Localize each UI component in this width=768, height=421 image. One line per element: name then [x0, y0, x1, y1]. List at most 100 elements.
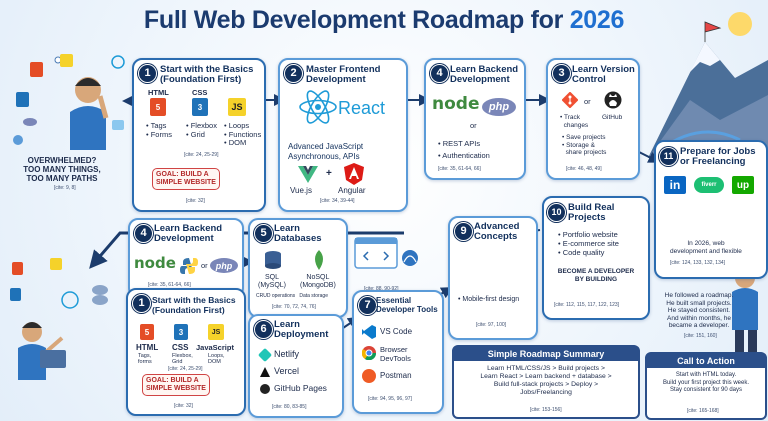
- roadmap-summary-panel: Simple Roadmap Summary Learn HTML/CSS/JS…: [452, 345, 640, 419]
- step-4-items: • REST APIs • Authentication: [438, 139, 490, 160]
- angular-label: Angular: [338, 186, 366, 195]
- step-10-items: • Portfolio website • E-commerce site • …: [558, 230, 619, 257]
- cta-title: Call to Action: [647, 354, 765, 368]
- github-pages-label: GitHub Pages: [274, 383, 327, 393]
- or-text-vc: or: [584, 97, 591, 106]
- person-overwhelmed-art: [54, 56, 109, 150]
- step-10-projects-card: 10 Build Real Projects • Portfolio websi…: [542, 196, 650, 320]
- step-4-cite: [cite: 35, 61-64, 66]: [438, 166, 481, 172]
- step-2-title: Master Frontend Development: [306, 64, 381, 85]
- vscode-label: VS Code: [380, 327, 413, 336]
- step-11-jobs-card: 11 Prepare for Jobs or Freelancing in fi…: [654, 140, 768, 279]
- step-6-badge: 6: [254, 320, 273, 339]
- php-icon-b: php: [210, 258, 238, 273]
- mongodb-icon: [315, 250, 323, 270]
- step-10-cite: [cite: 112, 115, 117, 122, 123]: [554, 302, 620, 308]
- css-items-b: Flexbox, Grid: [172, 353, 193, 365]
- step-4b-badge: 4: [134, 224, 153, 243]
- step-3-badge: 3: [552, 64, 571, 83]
- step-6-cite: [cite: 80, 83-85]: [272, 404, 307, 410]
- nodejs-icon-b: node: [134, 254, 176, 272]
- html5-icon: 5: [150, 98, 166, 116]
- cta-text: Start with HTML today. Build your first …: [662, 372, 750, 393]
- postman-icon: [362, 369, 376, 383]
- netlify-icon: .: [257, 347, 273, 363]
- step-4-backend-card: 4 Learn Backend Development node php or …: [424, 58, 526, 180]
- step-6-title: Learn Deployment: [274, 319, 329, 340]
- html-label: HTML: [148, 88, 169, 97]
- netlify-label: Netlify: [274, 349, 300, 359]
- step-10-badge: 10: [547, 203, 566, 222]
- call-to-action-panel: Call to Action Start with HTML today. Bu…: [645, 352, 767, 420]
- git-items: • Track changes: [560, 114, 589, 129]
- step-5-databases-card: 5 Learn Databases SQL (MySQL) NoSQL (Mon…: [248, 218, 348, 318]
- github-label: GitHub: [602, 114, 623, 121]
- title-year: 2026: [569, 6, 625, 34]
- css3-icon: 3: [192, 98, 208, 116]
- step-4-badge: 4: [430, 64, 449, 83]
- step-1-cite-a: [cite: 24, 25-29]: [184, 152, 219, 158]
- step-3-version-control-card: 3 Learn Version Control or • Track chang…: [546, 58, 640, 180]
- sql-label: SQL (MySQL): [258, 274, 286, 289]
- step-10-tagline: BECOME A DEVELOPER BY BUILDING: [557, 268, 635, 283]
- db-note: CRUD operations Data storage: [256, 293, 328, 299]
- step-4b-cite: [cite: 35, 61-64, 66]: [148, 282, 191, 288]
- or-text-b: or: [201, 261, 208, 270]
- step-1-goal: GOAL: BUILD A SIMPLE WEBSITE: [152, 168, 220, 190]
- step-1b-cite-b: [cite: 32]: [174, 403, 193, 409]
- python-icon: [180, 258, 198, 274]
- step-9-title: Advanced Concepts: [474, 221, 520, 242]
- chrome-icon: [362, 346, 376, 360]
- step-1-title: Start with the Basics (Foundation First): [160, 64, 254, 85]
- step-7-title: Essential Developer Tools: [376, 296, 438, 314]
- html-label-b: HTML: [136, 343, 159, 352]
- html-items-b: Tags, forms: [138, 353, 152, 365]
- step-8-cite: [cite: 88, 90-92]: [364, 286, 399, 292]
- step-9-cite: [cite: 97, 100]: [476, 322, 507, 328]
- tech-icon-cloud: [13, 54, 125, 145]
- page-title: Full Web Development Roadmap for 2026: [0, 6, 768, 35]
- step-1b-basics-card: 1 Start with the Basics (Foundation Firs…: [126, 288, 246, 416]
- angular-icon: [344, 163, 364, 185]
- step-11-cite: [cite: 124, 133, 132, 134]: [670, 260, 726, 266]
- step-2-frontend-card: 2 Master Frontend Development React Adva…: [278, 58, 408, 212]
- summary-title: Simple Roadmap Summary: [454, 347, 638, 361]
- overwhelmed-text: OVERWHELMED? TOO MANY THINGS, TOO MANY P…: [23, 156, 101, 183]
- vue-label: Vue.js: [290, 186, 312, 195]
- step-1b-title: Start with the Basics (Foundation First): [152, 295, 236, 315]
- step-11-text: In 2026, web development and flexible: [670, 240, 742, 255]
- step-7-cite: [cite: 94, 95, 96, 97]: [368, 396, 412, 402]
- react-label: React: [338, 98, 386, 118]
- step-9-badge: 9: [454, 222, 473, 241]
- css3-icon-b: 3: [174, 324, 188, 340]
- linkedin-icon: in: [664, 176, 686, 194]
- story-text: He followed a roadmap. He built small pr…: [664, 292, 734, 329]
- upwork-icon: up: [732, 176, 754, 194]
- github-icon: [604, 91, 622, 109]
- css-items: • Flexbox • Grid: [186, 121, 217, 139]
- plus-text: +: [326, 168, 332, 179]
- step-3-title: Learn Version Control: [572, 64, 635, 85]
- cta-cite: [cite: 165-168]: [687, 408, 719, 414]
- github-pages-icon: [260, 384, 270, 394]
- step-4b-title: Learn Backend Development: [154, 223, 223, 244]
- intro-cite: [cite: 9, 8]: [54, 185, 76, 191]
- rocket-code-art: [330, 237, 418, 269]
- person-learning-art: [10, 258, 108, 380]
- sql-database-icon: [265, 251, 281, 269]
- vercel-icon: [260, 367, 270, 377]
- step-3-cite: [cite: 46, 48, 49]: [566, 166, 602, 172]
- step-11-title: Prepare for Jobs or Freelancing: [680, 146, 756, 167]
- step-5-cite: [cite: 70, 72, 74, 76]: [272, 304, 316, 310]
- css-label-b: CSS: [172, 343, 189, 352]
- step-10-title: Build Real Projects: [568, 202, 615, 223]
- step-1b-badge: 1: [132, 294, 151, 313]
- devtools-label: Browser DevTools: [380, 345, 411, 363]
- fiverr-icon: fiverr: [694, 177, 724, 193]
- step-5-badge: 5: [254, 224, 273, 243]
- js-items: • Loops • Functions • DOM: [224, 121, 262, 147]
- vercel-label: Vercel: [274, 366, 300, 376]
- step-1-basics-card: 1 Start with the Basics (Foundation Firs…: [132, 58, 266, 212]
- step-2-cite: [cite: 34, 39-44]: [320, 198, 355, 204]
